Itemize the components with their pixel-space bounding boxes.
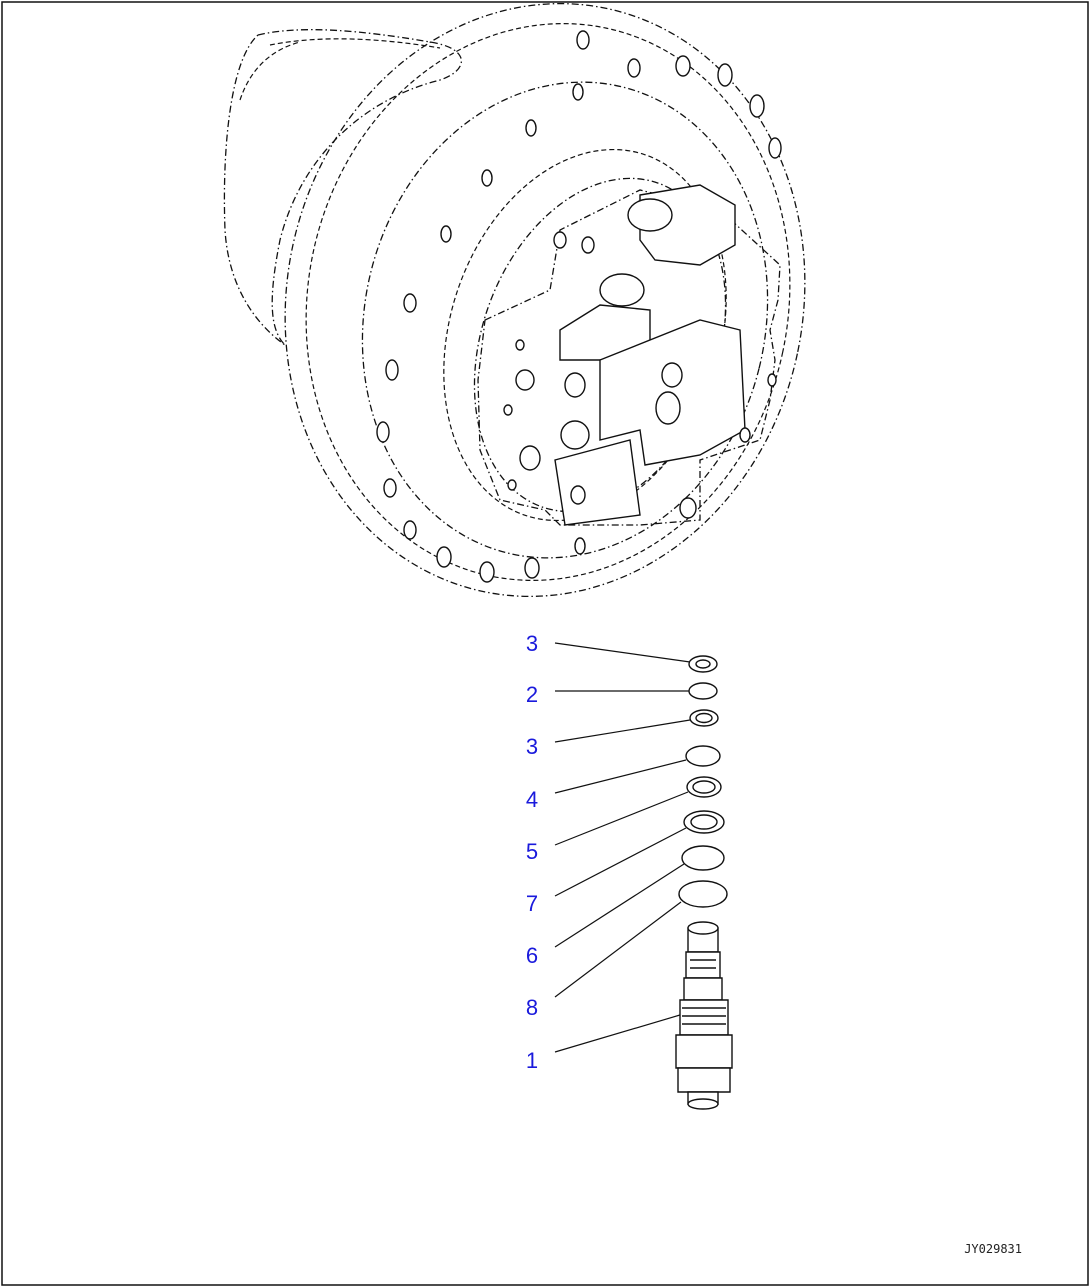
callout-labels: 3 2 3 4 5 7 6 8 1 bbox=[526, 631, 538, 1073]
callout-1: 1 bbox=[526, 1048, 538, 1073]
leader-lines bbox=[554, 642, 691, 1053]
callout-3-top: 3 bbox=[526, 631, 538, 656]
part-o-ring-large bbox=[681, 845, 725, 871]
exploded-parts bbox=[675, 655, 733, 1110]
flange-bolt-holes bbox=[376, 30, 782, 583]
callout-5: 5 bbox=[526, 839, 538, 864]
figure-id: JY029831 bbox=[964, 1242, 1022, 1256]
callout-4: 4 bbox=[526, 787, 538, 812]
part-o-ring-xlarge bbox=[678, 880, 728, 908]
valve-block bbox=[477, 184, 781, 526]
part-o-ring-medium bbox=[685, 745, 721, 767]
callout-6: 6 bbox=[526, 943, 538, 968]
part-washer-mid bbox=[689, 709, 719, 727]
part-washer-top bbox=[688, 655, 718, 673]
callout-8: 8 bbox=[526, 995, 538, 1020]
part-relief-valve-cartridge bbox=[675, 921, 733, 1110]
callout-3-mid: 3 bbox=[526, 734, 538, 759]
part-o-ring-small bbox=[688, 682, 718, 700]
travel-motor-assembly bbox=[223, 2, 806, 598]
callout-2: 2 bbox=[526, 682, 538, 707]
part-backup-ring-large bbox=[683, 810, 725, 834]
callout-7: 7 bbox=[526, 891, 538, 916]
part-backup-ring bbox=[686, 776, 722, 798]
